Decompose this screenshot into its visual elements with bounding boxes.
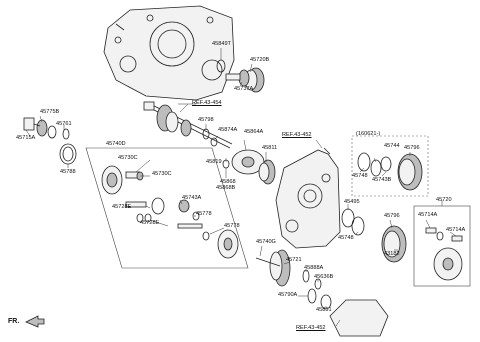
- label-45728E-a: 45728E: [112, 204, 132, 210]
- drum-45796-b: [397, 153, 423, 191]
- label-45715A: 45715A: [16, 135, 36, 141]
- label-45798: 45798: [198, 117, 214, 123]
- ring-45748-a: [351, 216, 365, 236]
- label-45743B: 45743B: [372, 177, 392, 183]
- case-cover: [329, 299, 389, 337]
- label-45720: 45720: [436, 197, 452, 203]
- washer-45798: [202, 128, 210, 140]
- ref-43-454[interactable]: REF.43-454: [192, 100, 222, 106]
- label-45874A: 45874A: [218, 127, 238, 133]
- label-43182: 43182: [384, 251, 400, 257]
- label-45744: 45744: [384, 143, 400, 149]
- label-45730C-a: 45730C: [118, 155, 138, 161]
- drum-45796-a: [381, 225, 407, 263]
- label-45740D: 45740D: [106, 141, 126, 147]
- label-45730C-b: 45730C: [152, 171, 172, 177]
- leader-lines: [25, 48, 457, 327]
- ring-45790A: [307, 288, 317, 304]
- label-45728E-b: 45728E: [140, 220, 160, 226]
- label-45721: 45721: [286, 257, 302, 263]
- ring-45874A: [210, 137, 218, 147]
- label-45714A-a: 45714A: [418, 212, 438, 218]
- fr-label: FR.: [8, 318, 20, 325]
- date-note: (160621-): [356, 131, 381, 137]
- label-45778-a: 45778: [196, 211, 212, 217]
- ref-43-452-top[interactable]: REF.43-452: [282, 132, 312, 138]
- label-45868: 45868: [220, 179, 236, 185]
- label-45720B: 45720B: [250, 57, 270, 63]
- transaxle-case-upper: [103, 5, 235, 101]
- label-45775B: 45775B: [40, 109, 60, 115]
- label-45868B: 45868B: [216, 185, 236, 191]
- label-45864A: 45864A: [244, 129, 264, 135]
- label-45743A: 45743A: [182, 195, 202, 201]
- gear-45811: [258, 159, 276, 185]
- box-45740D: [85, 147, 249, 269]
- label-45714A-b: 45714A: [446, 227, 466, 233]
- countershaft-assembly: [143, 101, 233, 149]
- label-45495: 45495: [344, 199, 360, 205]
- differential-45720: [425, 227, 463, 281]
- ref-43-452-bottom[interactable]: REF.43-452: [296, 325, 326, 331]
- label-45819: 45819: [206, 159, 222, 165]
- plate-45864A: [231, 149, 265, 175]
- label-45790A: 45790A: [278, 292, 298, 298]
- label-45788: 45788: [60, 169, 76, 175]
- ring-45851: [320, 294, 332, 310]
- label-45761: 45761: [56, 121, 72, 127]
- label-45796-a: 45796: [384, 213, 400, 219]
- label-45811: 45811: [262, 145, 278, 151]
- label-45748-a: 45748: [338, 235, 354, 241]
- ring-45636B: [314, 278, 322, 290]
- label-45851: 45851: [316, 307, 332, 313]
- differential-45740D: [101, 165, 239, 259]
- output-bearing-assembly: [23, 117, 70, 140]
- label-45740G: 45740G: [256, 239, 276, 245]
- label-45849T: 45849T: [212, 41, 231, 47]
- label-45888A: 45888A: [304, 265, 324, 271]
- ring-gear-45721: [255, 249, 291, 287]
- label-45636B: 45636B: [314, 274, 334, 280]
- label-45778-b: 45778: [224, 223, 240, 229]
- label-45796-b: 45796: [404, 145, 420, 151]
- transaxle-case-lower: [275, 147, 341, 249]
- label-45748-b: 45748: [352, 173, 368, 179]
- box-160621: [351, 135, 429, 197]
- label-45737A: 45737A: [234, 86, 254, 92]
- gear-45720B: [225, 67, 265, 93]
- fr-arrow-icon: [25, 315, 45, 328]
